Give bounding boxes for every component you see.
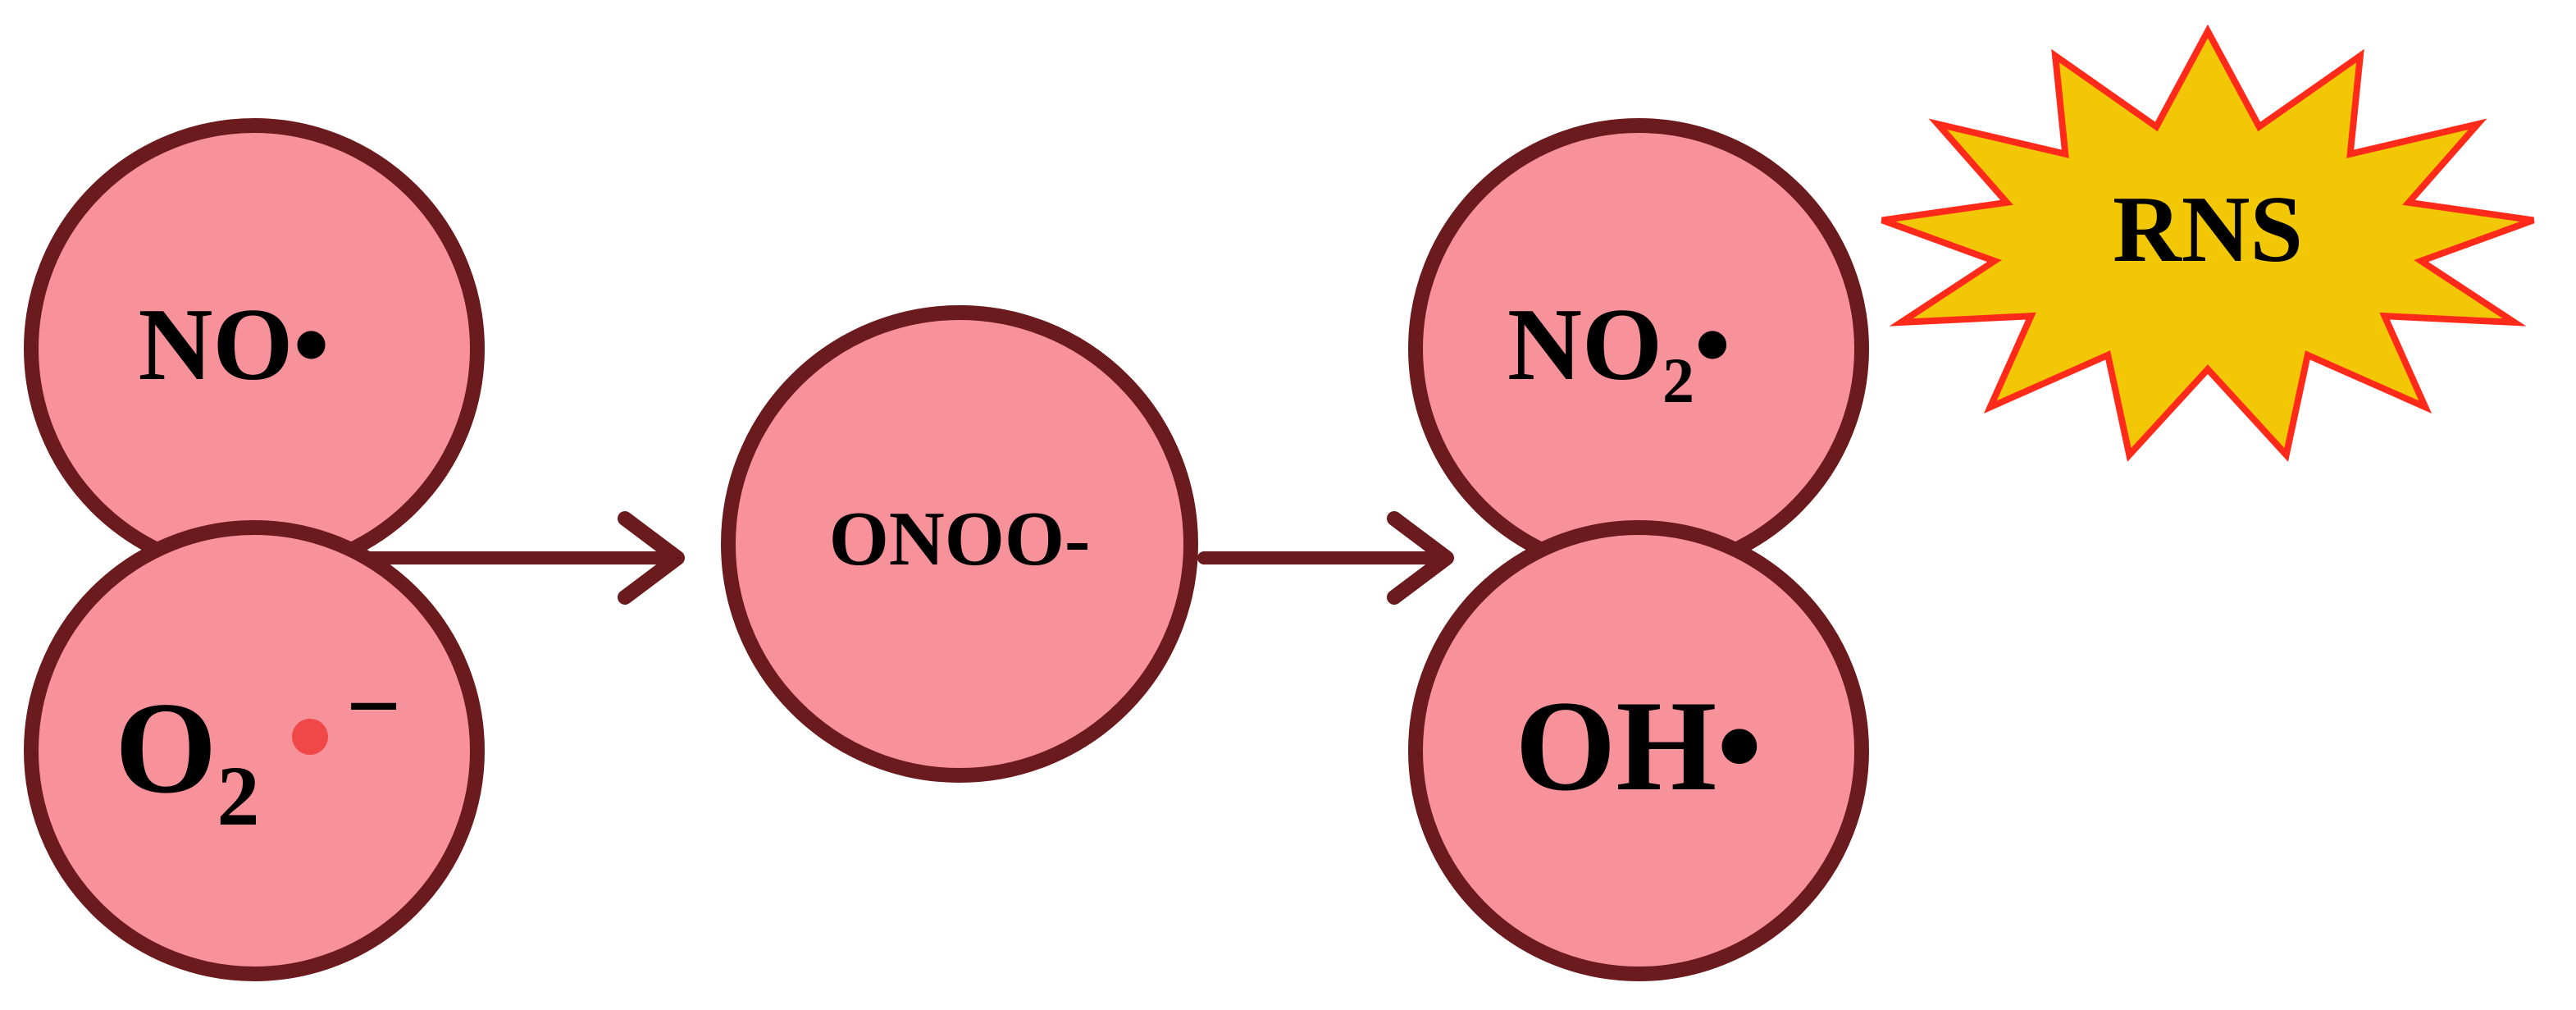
superoxide-charge: − bbox=[346, 652, 401, 760]
nitrogen-dioxide-label: NO2• bbox=[1507, 288, 1730, 416]
hydroxyl-node: OH• bbox=[1408, 520, 1869, 981]
arrow-peroxynitrite-to-products bbox=[1197, 511, 1454, 605]
peroxynitrite-node: ONOO- bbox=[721, 305, 1198, 783]
hydroxyl-label: OH• bbox=[1515, 674, 1762, 818]
rns-label: RNS bbox=[2113, 177, 2303, 282]
peroxynitrite-label: ONOO- bbox=[829, 496, 1091, 582]
nitric-oxide-label: NO• bbox=[138, 288, 329, 402]
rns-starburst: RNS bbox=[1881, 24, 2535, 462]
superoxide-label: O2 bbox=[115, 674, 259, 843]
superoxide-radical-dot bbox=[292, 719, 328, 755]
nitric-oxide-node: NO• bbox=[24, 118, 485, 579]
starburst-shape bbox=[1881, 24, 2535, 462]
nitrogen-dioxide-node: NO2• bbox=[1408, 118, 1869, 579]
superoxide-node: O2 − bbox=[24, 520, 485, 981]
arrow-reactants-to-peroxynitrite bbox=[338, 511, 685, 605]
